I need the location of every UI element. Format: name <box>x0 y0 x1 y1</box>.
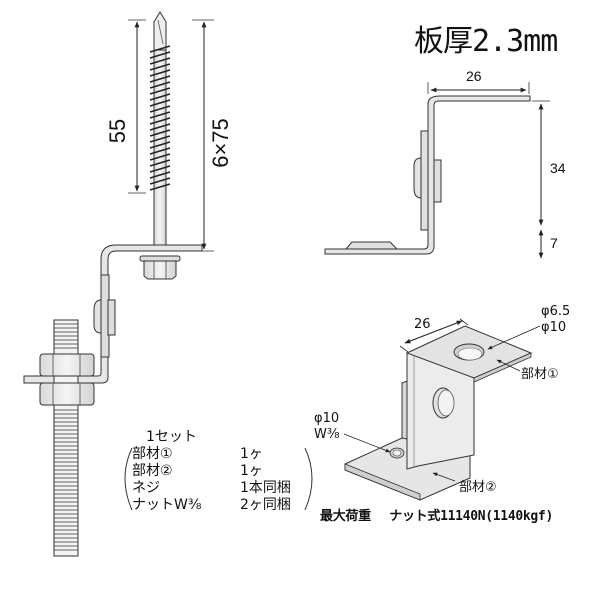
part2-label: 部材② <box>459 480 497 495</box>
set-item-name: ナットW⅜ <box>132 497 202 513</box>
set-contents: 1セット 部材① 1ヶ 部材② 1ヶ ネジ 1本同梱 ナットW⅜ 2ヶ同梱 <box>132 429 291 514</box>
assembled-bracket <box>23 244 203 557</box>
set-item: ナットW⅜ 2ヶ同梱 <box>132 497 291 514</box>
iso-width-label: 26 <box>414 317 431 332</box>
set-item-name: 部材② <box>132 463 173 479</box>
set-item-qty: 1本同梱 <box>240 480 291 496</box>
isometric-bracket <box>344 325 533 501</box>
set-heading: 1セット <box>146 429 197 445</box>
set-item-name: ネジ <box>132 480 160 496</box>
left-paren <box>124 447 133 511</box>
thread-length-label: 55 <box>105 118 131 144</box>
max-load-value: ナット式11140N(1140kgf) <box>389 509 553 524</box>
isometric-dimensions-and-leaders <box>343 318 541 482</box>
set-item-qty: 1ヶ <box>240 463 263 479</box>
side-height-lower-label: 7 <box>550 235 558 251</box>
set-item-qty: 1ヶ <box>240 446 263 462</box>
set-item-qty: 2ヶ同梱 <box>240 497 291 513</box>
max-load: 最大荷重 ナット式11140N(1140kgf) <box>320 505 553 524</box>
screw-size-label: 6×75 <box>207 118 233 168</box>
plate-thickness-title: 板厚2.3mm <box>414 24 558 59</box>
dimension-thread-length <box>128 19 146 194</box>
set-item: ネジ 1本同梱 <box>132 480 291 497</box>
side-width-label: 26 <box>466 68 482 84</box>
self-drilling-screw <box>139 11 181 280</box>
right-paren <box>304 447 313 511</box>
hole-bottom-label-1: φ10 <box>314 411 340 426</box>
set-item: 部材① 1ヶ <box>132 446 291 463</box>
hole-top-label-1: φ6.5 <box>541 304 571 319</box>
set-item: 部材② 1ヶ <box>132 463 291 480</box>
set-item-name: 部材① <box>132 446 173 462</box>
hole-top-label-2: φ10 <box>541 320 567 335</box>
side-height-upper-label: 34 <box>550 160 566 176</box>
part1-label: 部材① <box>521 367 559 382</box>
max-load-label: 最大荷重 <box>320 509 371 524</box>
side-view-bracket <box>324 95 531 255</box>
hole-bottom-label-2: W⅜ <box>314 427 340 442</box>
side-view-dimensions <box>427 82 550 259</box>
